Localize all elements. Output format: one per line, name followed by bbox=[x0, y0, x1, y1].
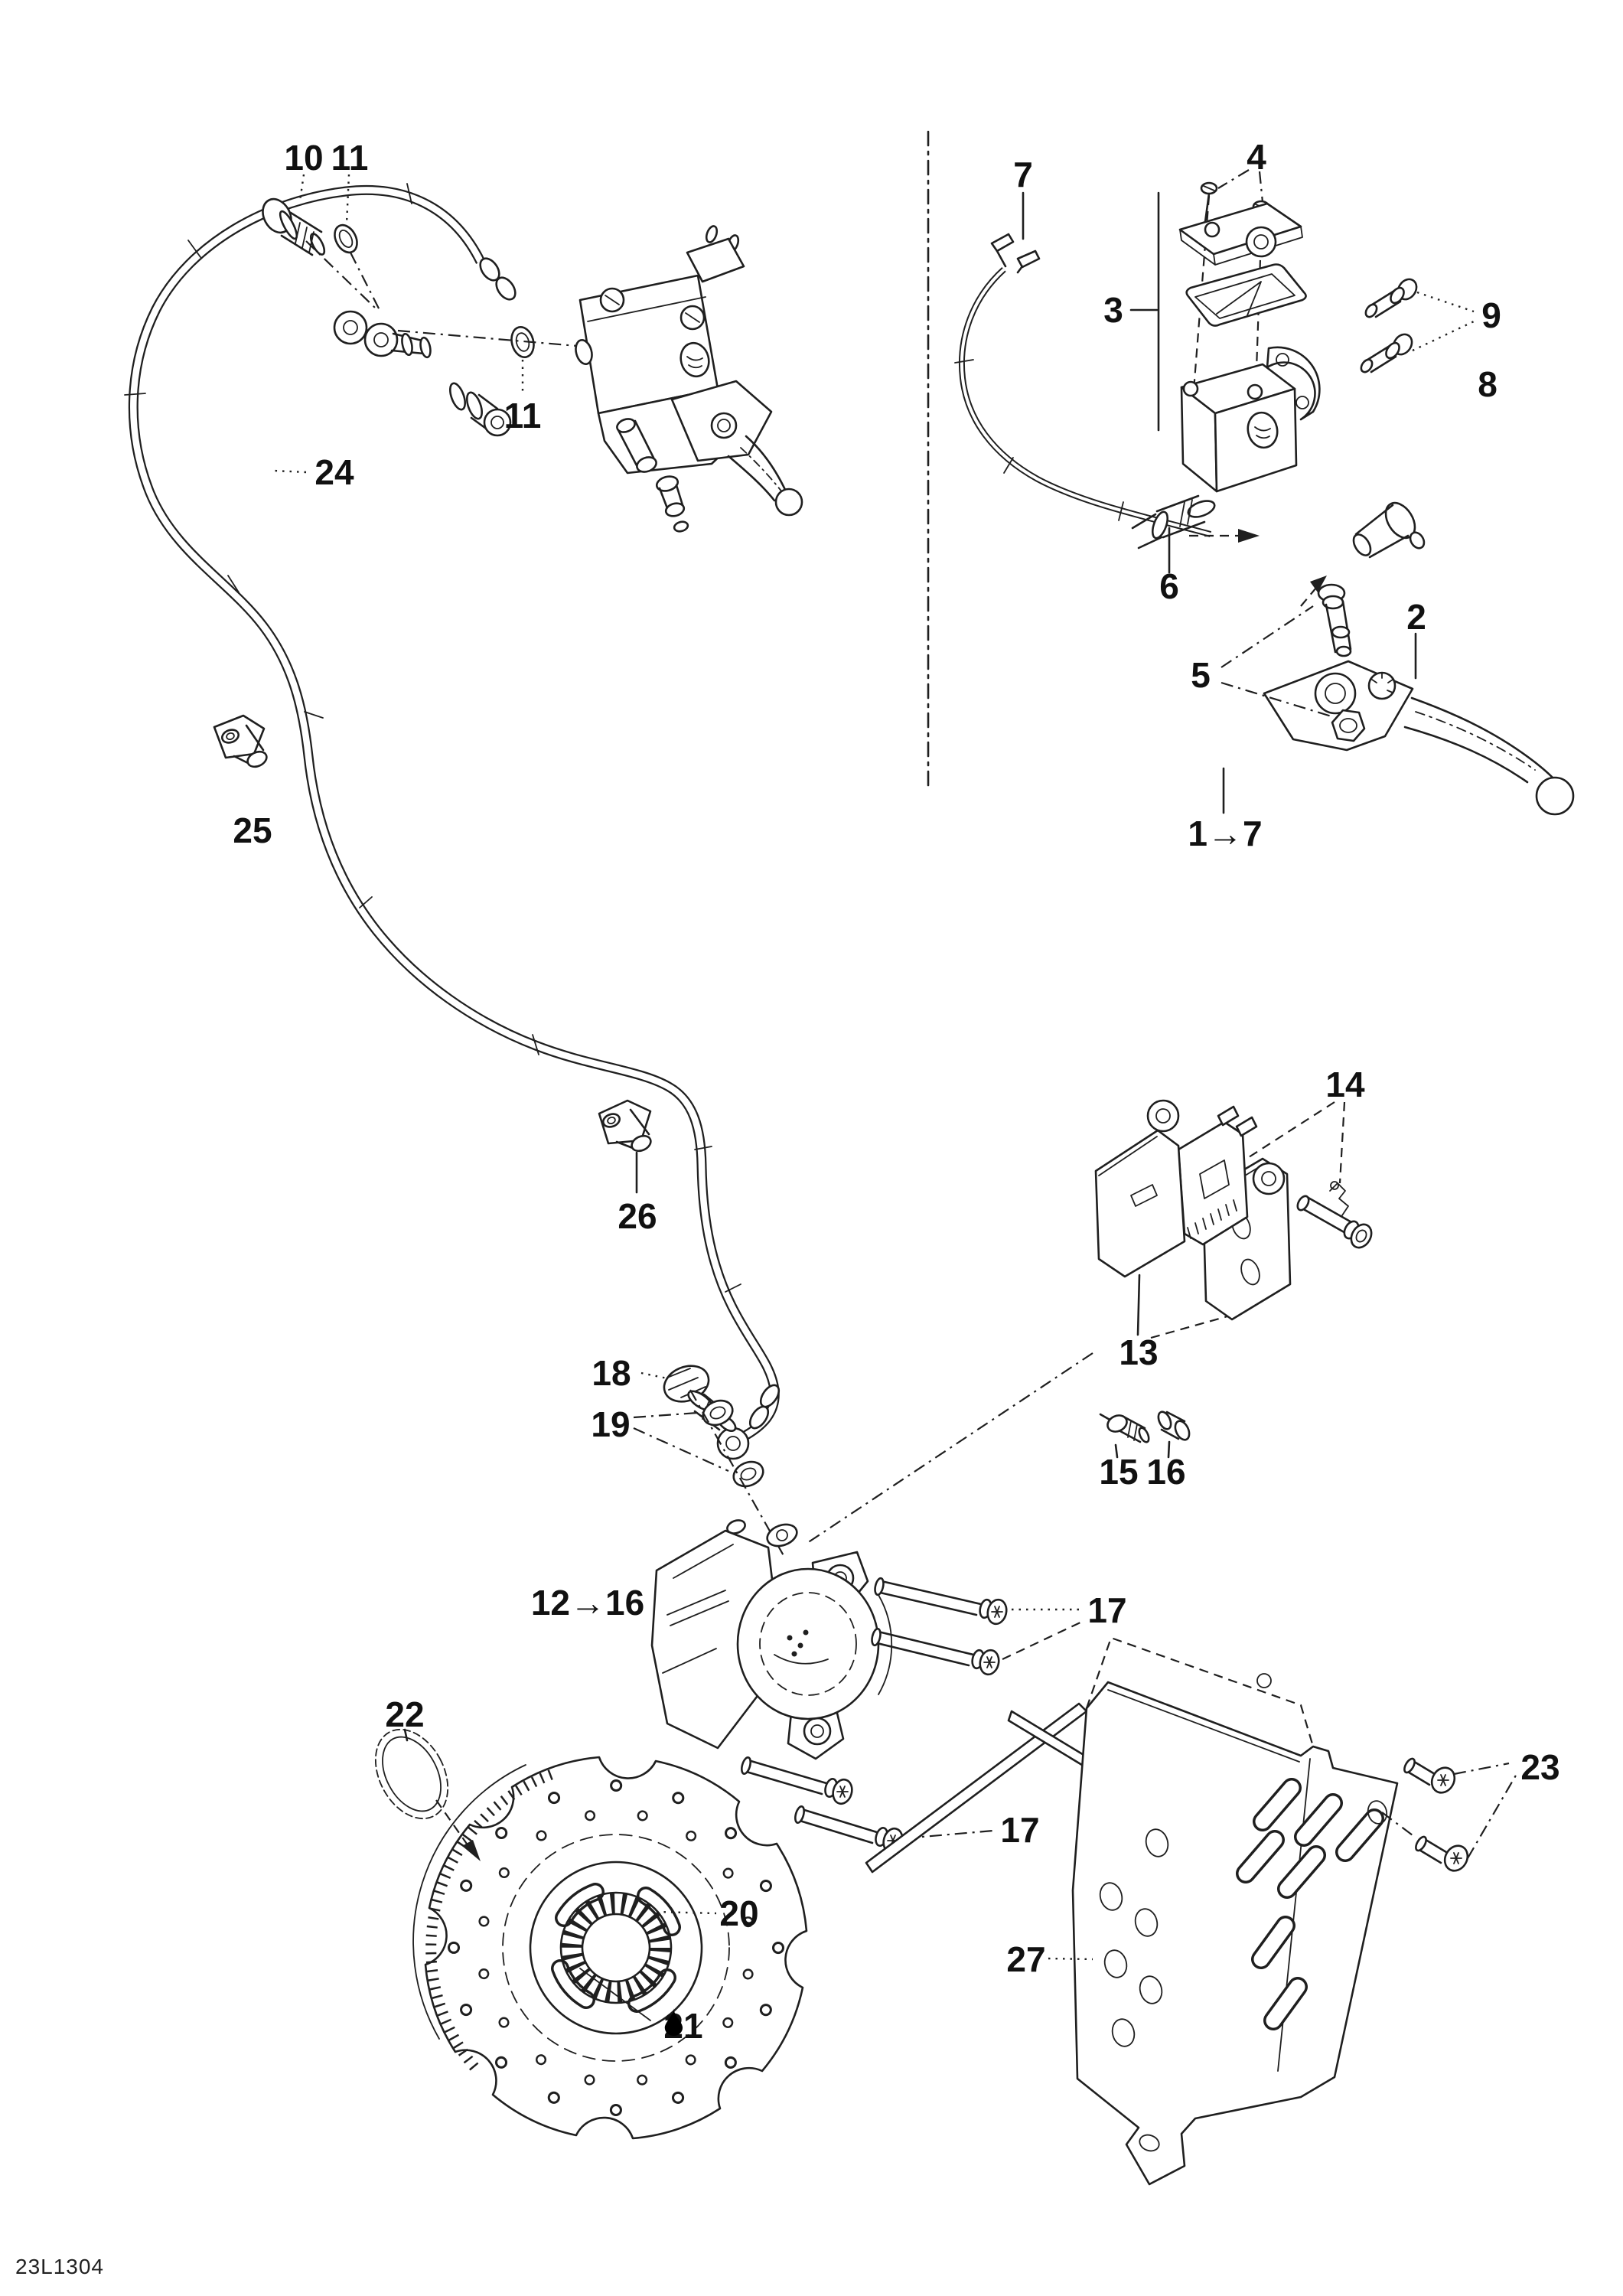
part-label-20: 20 bbox=[719, 1896, 758, 1931]
part-label-1-7: 1→7 bbox=[1188, 816, 1262, 851]
part-label-2: 2 bbox=[1406, 599, 1426, 634]
brake-switch-wire bbox=[954, 191, 1212, 537]
part-number-text: 14 bbox=[1325, 1065, 1365, 1104]
sealing-washer-11-lower bbox=[510, 326, 535, 358]
part-number-text: 17 bbox=[1087, 1590, 1127, 1630]
part-number-text: 5 bbox=[1191, 655, 1211, 695]
part-number-text: 4 bbox=[1247, 137, 1266, 177]
part-label-27: 27 bbox=[1006, 1942, 1045, 1977]
part-label-8: 8 bbox=[1478, 367, 1498, 402]
part-label-18: 18 bbox=[592, 1355, 631, 1391]
outlet-fitting-6 bbox=[1131, 494, 1216, 574]
part-number-text: 18 bbox=[592, 1353, 631, 1393]
part-label-9: 9 bbox=[1481, 298, 1501, 333]
part-label-12-16: 12→16 bbox=[531, 1585, 644, 1620]
part-label-15: 15 bbox=[1099, 1454, 1138, 1489]
part-number-text: 27 bbox=[1006, 1939, 1046, 1979]
hose-clamp-26 bbox=[598, 1099, 652, 1194]
part-label-11a: 11 bbox=[331, 140, 369, 175]
lubricant-droplet-icon bbox=[664, 2008, 683, 2036]
master-cylinder-left bbox=[575, 225, 803, 533]
part-label-14: 14 bbox=[1325, 1067, 1364, 1102]
part-label-24: 24 bbox=[314, 455, 354, 490]
part-number-text: 20 bbox=[719, 1893, 759, 1933]
hose-double-eyelet-fitting bbox=[333, 310, 432, 359]
part-label-3: 3 bbox=[1103, 292, 1123, 328]
part-number-text: 26 bbox=[618, 1196, 657, 1236]
hose-clamp-25 bbox=[213, 714, 268, 768]
part-label-22: 22 bbox=[385, 1697, 424, 1732]
part-number-text: 6 bbox=[1159, 566, 1179, 606]
reservoir-cover-assembly bbox=[1129, 169, 1475, 607]
o-ring-22 bbox=[374, 1728, 481, 1861]
part-label-11b: 11 bbox=[504, 398, 542, 433]
brake-hose-left bbox=[124, 183, 781, 1460]
brake-caliper bbox=[650, 1519, 893, 1760]
part-number-text: 19 bbox=[591, 1404, 631, 1444]
brake-lever-assembly-right bbox=[1221, 583, 1575, 816]
bleeder-screw-15 bbox=[1099, 1413, 1150, 1459]
sealing-washer-11-upper bbox=[334, 223, 358, 254]
part-number-text: 11 bbox=[331, 138, 369, 178]
part-label-13: 13 bbox=[1119, 1335, 1158, 1370]
part-number-text: 13 bbox=[1119, 1332, 1159, 1372]
part-number-text: 22 bbox=[385, 1694, 425, 1734]
part-number-text: 2 bbox=[1406, 597, 1426, 637]
part-number-text: 24 bbox=[314, 452, 354, 492]
part-number-text: 9 bbox=[1481, 295, 1501, 335]
document-code: 23L1304 bbox=[15, 2255, 105, 2278]
part-label-6: 6 bbox=[1159, 569, 1179, 604]
clamp-bolts-9 bbox=[1360, 278, 1475, 373]
part-number-text: 12→16 bbox=[530, 1583, 645, 1623]
part-label-26: 26 bbox=[618, 1199, 657, 1234]
part-label-21: 21 bbox=[663, 2008, 703, 2043]
part-number-text: 16 bbox=[1146, 1452, 1186, 1492]
part-label-23: 23 bbox=[1520, 1750, 1559, 1785]
bleeder-cap-16 bbox=[1157, 1411, 1191, 1459]
hose-end-elbow-fitting bbox=[448, 382, 512, 437]
part-label-17b: 17 bbox=[1000, 1812, 1039, 1848]
part-number-text: 8 bbox=[1478, 364, 1498, 404]
part-number-text: 17 bbox=[1000, 1810, 1040, 1850]
banjo-bolt-18 bbox=[663, 1365, 737, 1433]
part-number-text: 15 bbox=[1099, 1452, 1139, 1492]
part-number-text: 1→7 bbox=[1188, 814, 1263, 853]
part-number-text: 7 bbox=[1013, 155, 1033, 194]
brake-disc-20 bbox=[412, 1756, 808, 2140]
part-number-text: 10 bbox=[284, 138, 324, 178]
part-label-10: 10 bbox=[284, 140, 323, 175]
guard-screws-23 bbox=[1381, 1757, 1517, 1872]
part-label-5: 5 bbox=[1191, 657, 1211, 693]
disc-guard-27 bbox=[865, 1636, 1399, 2186]
part-label-16: 16 bbox=[1146, 1454, 1185, 1489]
part-label-19: 19 bbox=[591, 1407, 630, 1442]
brake-pads-13 bbox=[1094, 1099, 1292, 1339]
caliper-bolts-17-upper bbox=[871, 1577, 1084, 1676]
part-label-25: 25 bbox=[233, 813, 272, 848]
part-number-text: 25 bbox=[233, 810, 272, 850]
part-number-text: 11 bbox=[504, 396, 542, 435]
banjo-bolt-10 bbox=[262, 197, 326, 256]
part-label-7: 7 bbox=[1013, 157, 1033, 192]
pad-pin-and-clip-14 bbox=[1248, 1101, 1373, 1249]
part-label-17a: 17 bbox=[1087, 1593, 1126, 1628]
part-label-4: 4 bbox=[1247, 139, 1266, 174]
part-number-text: 23 bbox=[1520, 1747, 1560, 1787]
part-number-text: 3 bbox=[1103, 290, 1123, 330]
